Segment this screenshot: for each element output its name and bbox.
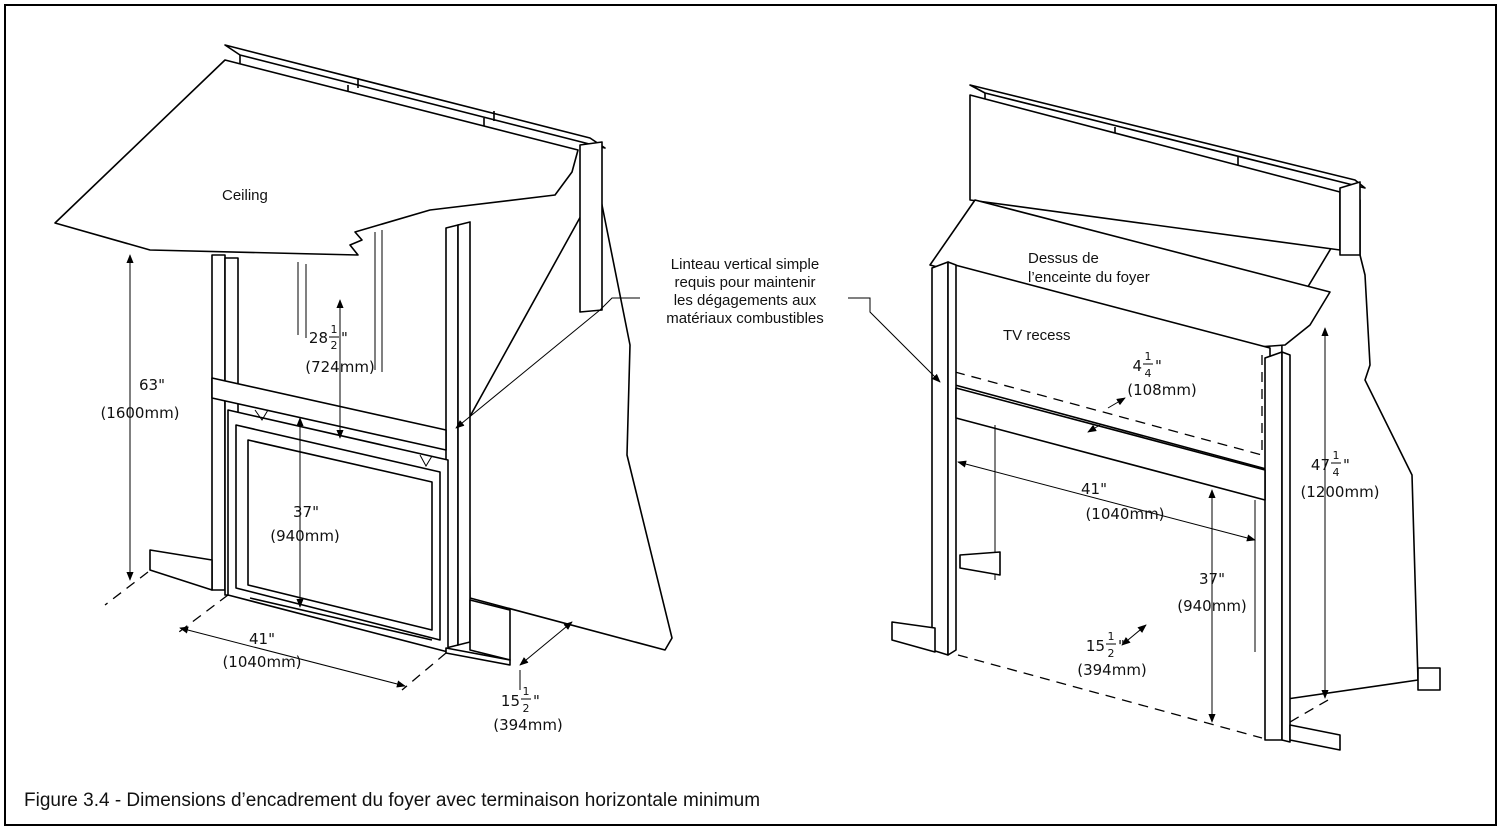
right-dim-37-label: 37" — [1199, 570, 1225, 588]
top-label-line-2: l’enceinte du foyer — [1028, 269, 1150, 286]
dim-41-label: 41" — [249, 630, 275, 648]
dim-28-num: 1 — [331, 323, 338, 336]
figure-frame — [4, 4, 1497, 826]
dim-28-whole: 28 — [309, 329, 328, 347]
dim-47-whole: 47 — [1311, 456, 1330, 474]
dim-41-mm: (1040mm) — [222, 653, 301, 671]
dim-4-den: 4 — [1145, 367, 1152, 380]
figure-caption: Figure 3.4 - Dimensions d’encadrement du… — [24, 790, 760, 811]
dim-4-mm: (108mm) — [1127, 381, 1197, 399]
right-dim-41-mm: (1040mm) — [1085, 505, 1164, 523]
dim-47-mm: (1200mm) — [1300, 483, 1379, 501]
dim-63-label: 63" — [139, 376, 165, 394]
dim-4-unit: " — [1155, 357, 1162, 375]
dim-28-den: 2 — [331, 339, 338, 352]
dim-63-mm: (1600mm) — [100, 404, 179, 422]
right-framing-drawing — [891, 84, 1441, 751]
callout-line-3: les dégagements aux — [674, 292, 817, 309]
dim-37-label: 37" — [293, 503, 319, 521]
dim-15-mm: (394mm) — [493, 716, 563, 734]
callout-line-4: matériaux combustibles — [666, 310, 824, 327]
right-dim-15-mm: (394mm) — [1077, 661, 1147, 679]
dim-15-num: 1 — [523, 685, 530, 698]
dim-15-den: 2 — [523, 702, 530, 715]
dim-4-num: 1 — [1145, 350, 1152, 363]
right-dim-41-label: 41" — [1081, 480, 1107, 498]
ceiling-label: Ceiling — [222, 187, 268, 204]
dim-47-den: 4 — [1333, 466, 1340, 479]
dim-28-unit: " — [341, 329, 348, 347]
right-dim-37-mm: (940mm) — [1177, 597, 1247, 615]
callout-leaders — [455, 297, 941, 429]
top-label-line-1: Dessus de — [1028, 250, 1099, 267]
dim-28-mm: (724mm) — [305, 358, 375, 376]
right-dim-15-unit: " — [1118, 637, 1125, 655]
right-dim-15-num: 1 — [1108, 630, 1115, 643]
right-dim-15-whole: 15 — [1086, 637, 1105, 655]
dim-47-unit: " — [1343, 456, 1350, 474]
callout-line-1: Linteau vertical simple — [671, 256, 819, 273]
callout-text: Linteau vertical simple requis pour main… — [666, 256, 824, 327]
tv-recess-label: TV recess — [1003, 327, 1071, 344]
dim-37-mm: (940mm) — [270, 527, 340, 545]
right-dim-15-den: 2 — [1108, 647, 1115, 660]
dim-15-unit: " — [533, 692, 540, 710]
dim-15-whole: 15 — [501, 692, 520, 710]
left-framing-drawing — [54, 44, 673, 691]
dim-4-whole: 4 — [1132, 357, 1142, 375]
callout-line-2: requis pour maintenir — [675, 274, 816, 291]
dim-47-num: 1 — [1333, 449, 1340, 462]
